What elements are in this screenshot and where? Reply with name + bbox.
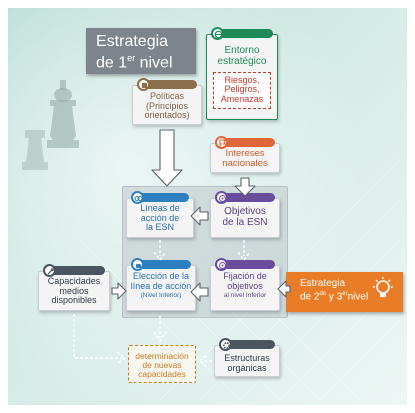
objetivos-tab xyxy=(215,191,275,204)
eleccion-box: Elección de la línea de acción (Nivel In… xyxy=(126,258,196,311)
riesgos-box: Riesgos, Peligros, Amenazas xyxy=(213,71,271,109)
fijacion-box: Fijación de objetivos al nivel Inferior xyxy=(210,258,280,311)
fijacion-label: Fijación de objetivos xyxy=(223,271,267,291)
entorno-estrategico-box: Entorno estratégico Riesgos, Peligros, A… xyxy=(206,27,278,120)
intereses-nacionales-box: Intereses nacionales xyxy=(210,136,280,173)
strategy-level-1-title: Estrategia de 1er nivel xyxy=(86,28,196,74)
estructuras-label: Estructuras orgánicas xyxy=(224,353,270,373)
nuevas-capacidades-label: determinación de nuevas capacidades xyxy=(135,351,189,380)
eleccion-tab xyxy=(131,258,191,271)
intereses-label: Intereses nacionales xyxy=(222,148,268,170)
politicas-label: Políticas (Principios orientados) xyxy=(144,91,190,121)
strategy-level-2-3-box: Estrategia de 2do y 3ernivel xyxy=(286,272,403,312)
strategy-23-line1: Estrategia xyxy=(300,278,346,289)
capacidades-label: Capacidades medios disponibles xyxy=(47,276,101,306)
title-line-2: de 1er nivel xyxy=(96,53,173,72)
strategy-23-line2: de 2do y 3ernivel xyxy=(300,291,369,303)
hand-icon xyxy=(136,264,141,268)
politicas-box: Políticas (Principios orientados) xyxy=(132,78,202,125)
lineas-tab xyxy=(131,191,189,204)
target-icon xyxy=(219,195,226,202)
entorno-tab xyxy=(211,27,273,40)
fijacion-tab xyxy=(215,258,275,271)
capacidades-tab xyxy=(43,264,105,277)
eleccion-label: Elección de la línea de acción xyxy=(130,271,192,291)
objetivos-box: Objetivos de la ESN xyxy=(210,191,280,238)
chess-piece-icons xyxy=(22,80,79,170)
target-icon xyxy=(219,262,226,269)
bar-icon xyxy=(142,83,147,88)
eleccion-sub: (Nivel Inferior) xyxy=(140,292,182,300)
lineas-de-accion-box: Líneas de acción de la ESN xyxy=(126,191,194,238)
lightbulb-icon xyxy=(373,277,393,297)
politicas-tab xyxy=(137,78,197,91)
lineas-label: Líneas de acción de la ESN xyxy=(140,203,180,233)
estructuras-box: Estructuras orgánicas xyxy=(214,338,280,377)
riesgos-label: Riesgos, Peligros, Amenazas xyxy=(220,74,264,105)
intereses-tab xyxy=(215,136,275,149)
fijacion-sub: al nivel Inferior xyxy=(223,292,267,300)
capacidades-box: Capacidades medios disponibles xyxy=(38,264,110,311)
nuevas-capacidades-box: determinación de nuevas capacidades xyxy=(128,345,196,383)
link-icon xyxy=(134,196,143,201)
title-line-1: Estrategia xyxy=(96,33,169,50)
tools-icon xyxy=(47,268,54,275)
estructuras-tab xyxy=(219,338,275,351)
flag-icon xyxy=(219,139,226,147)
entorno-title: Entorno estratégico xyxy=(217,45,267,67)
objetivos-label: Objetivos de la ESN xyxy=(222,206,268,228)
globe-icon xyxy=(214,30,223,39)
gear-icon xyxy=(223,342,230,349)
